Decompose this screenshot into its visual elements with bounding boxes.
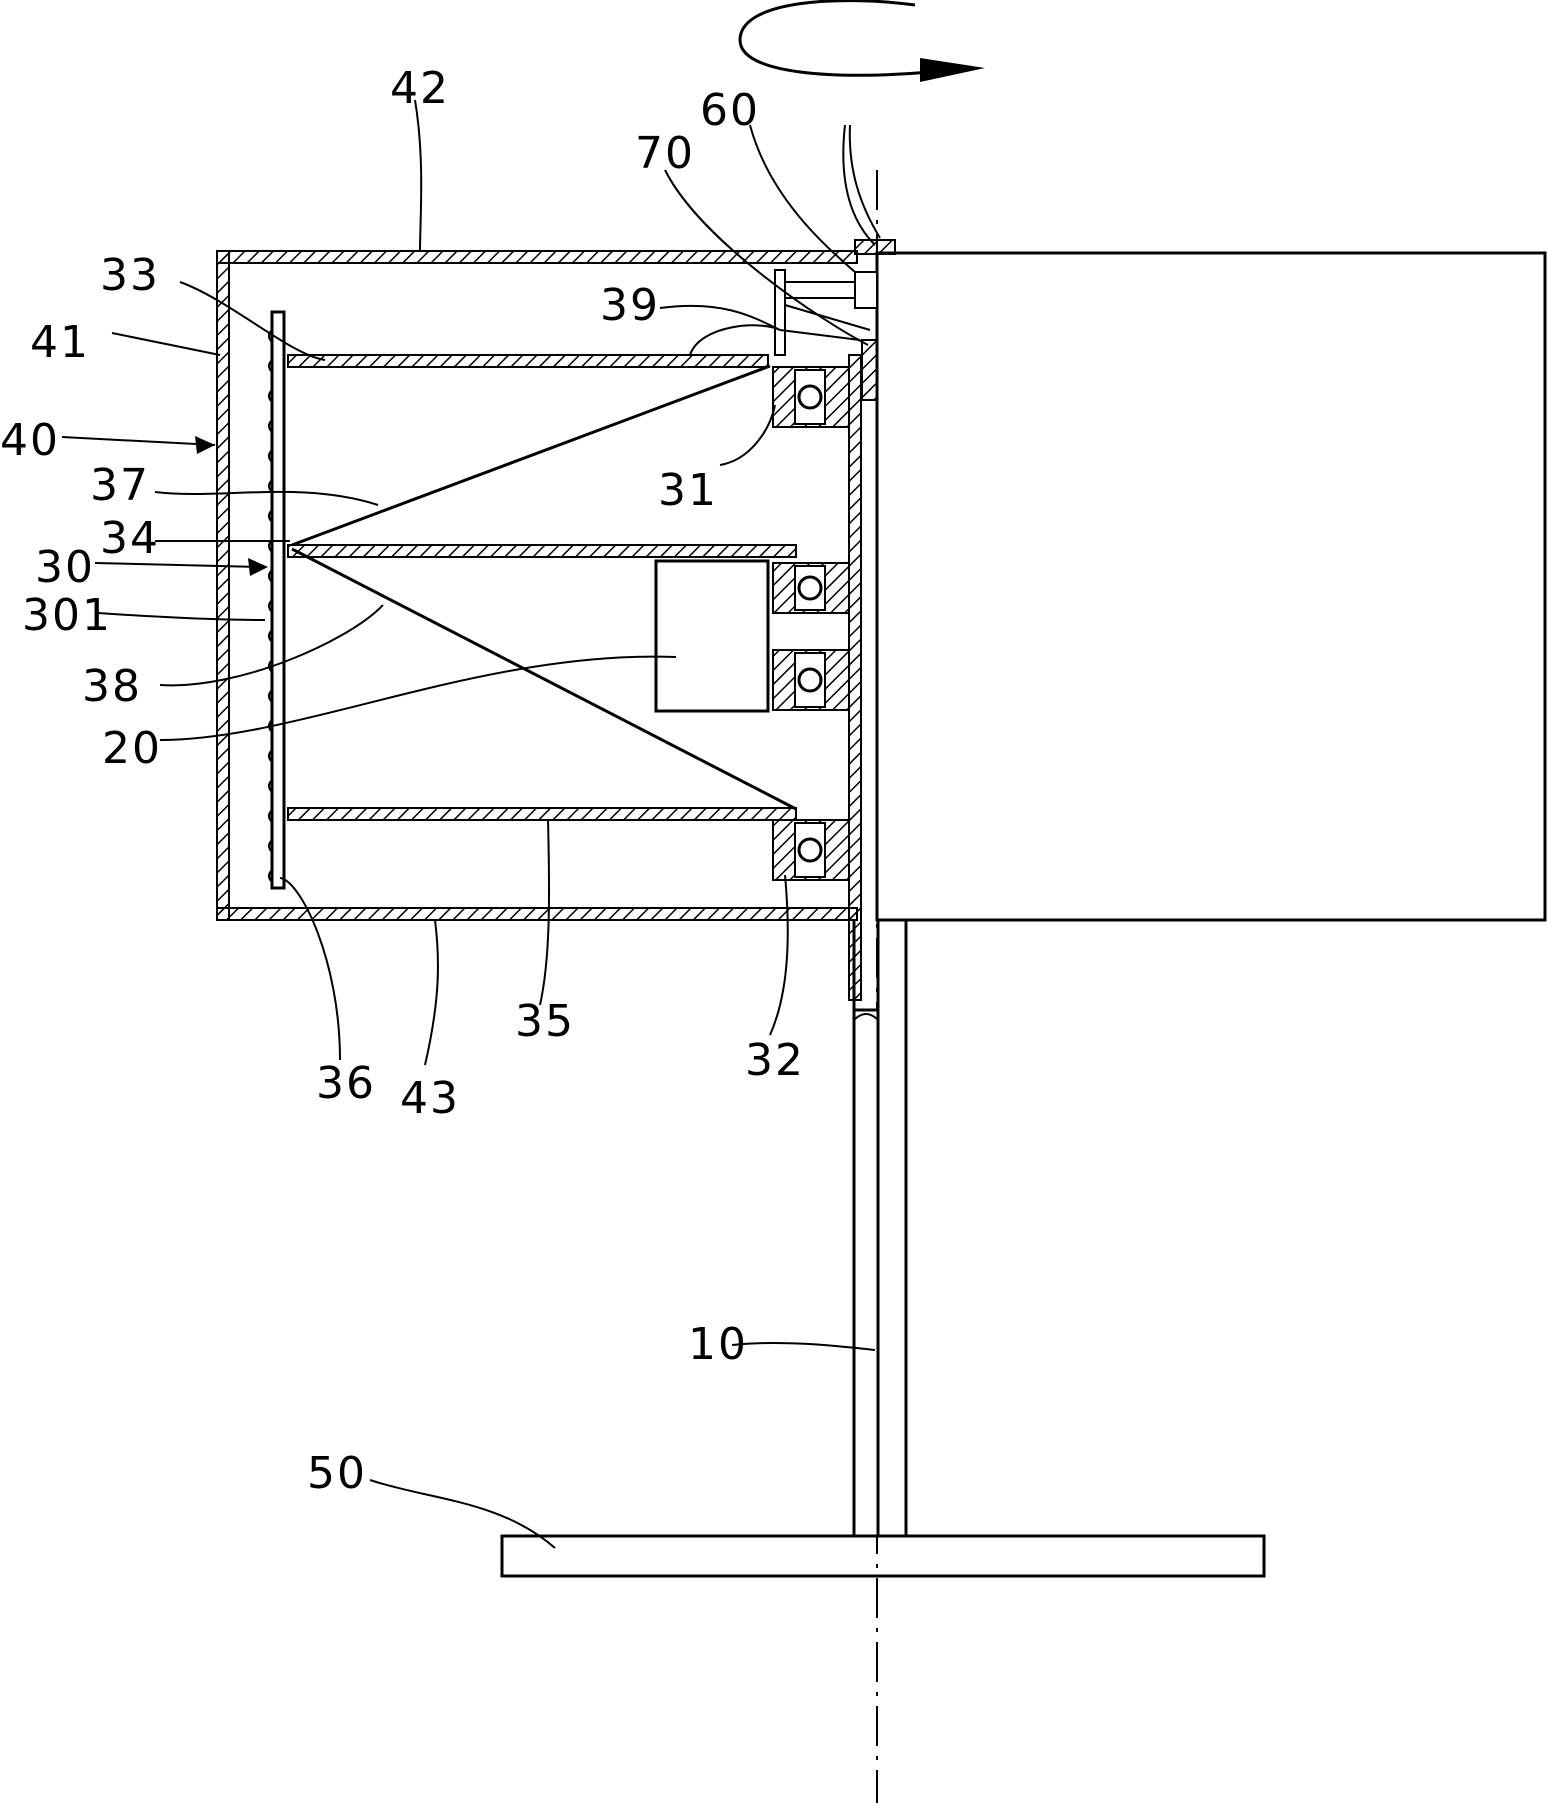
ref-label-30: 30 — [35, 542, 95, 593]
base-50 — [502, 1536, 1264, 1576]
ref-label-35: 35 — [515, 996, 575, 1047]
ref-label-32: 32 — [745, 1035, 805, 1086]
right-panel — [877, 253, 1545, 920]
rotation-arrow-icon — [740, 1, 985, 82]
ref-label-37: 37 — [90, 460, 150, 511]
ref-label-38: 38 — [82, 661, 142, 712]
ref-label-42: 42 — [390, 63, 450, 114]
label-layer: 42 6070 33 39 41 40 31 373430301 38 20 36 43 35 32 10 5… — [0, 63, 805, 1499]
ref-label-301: 301 — [22, 590, 112, 641]
pole-10 — [854, 920, 906, 1536]
motor-20 — [656, 561, 768, 711]
ref-label-31: 31 — [658, 465, 718, 516]
arrow-40-icon — [195, 436, 215, 454]
ref-label-43: 43 — [400, 1073, 460, 1124]
ref-label-34: 34 — [100, 513, 160, 564]
leader-lines — [62, 100, 875, 1548]
ref-label-40: 40 — [0, 415, 60, 466]
plate-30 — [269, 312, 284, 888]
arrow-30-icon — [248, 558, 268, 576]
wire-38 — [292, 549, 796, 809]
ref-label-70: 70 — [635, 128, 695, 179]
wire-37 — [292, 366, 770, 545]
ref-label-20: 20 — [102, 723, 162, 774]
ref-label-36: 36 — [316, 1058, 376, 1109]
ref-label-33: 33 — [100, 250, 160, 301]
ref-label-60: 60 — [700, 85, 760, 136]
ref-label-10: 10 — [688, 1319, 748, 1370]
ref-label-50: 50 — [307, 1448, 367, 1499]
ref-label-41: 41 — [30, 317, 90, 368]
ref-label-39: 39 — [600, 280, 660, 331]
